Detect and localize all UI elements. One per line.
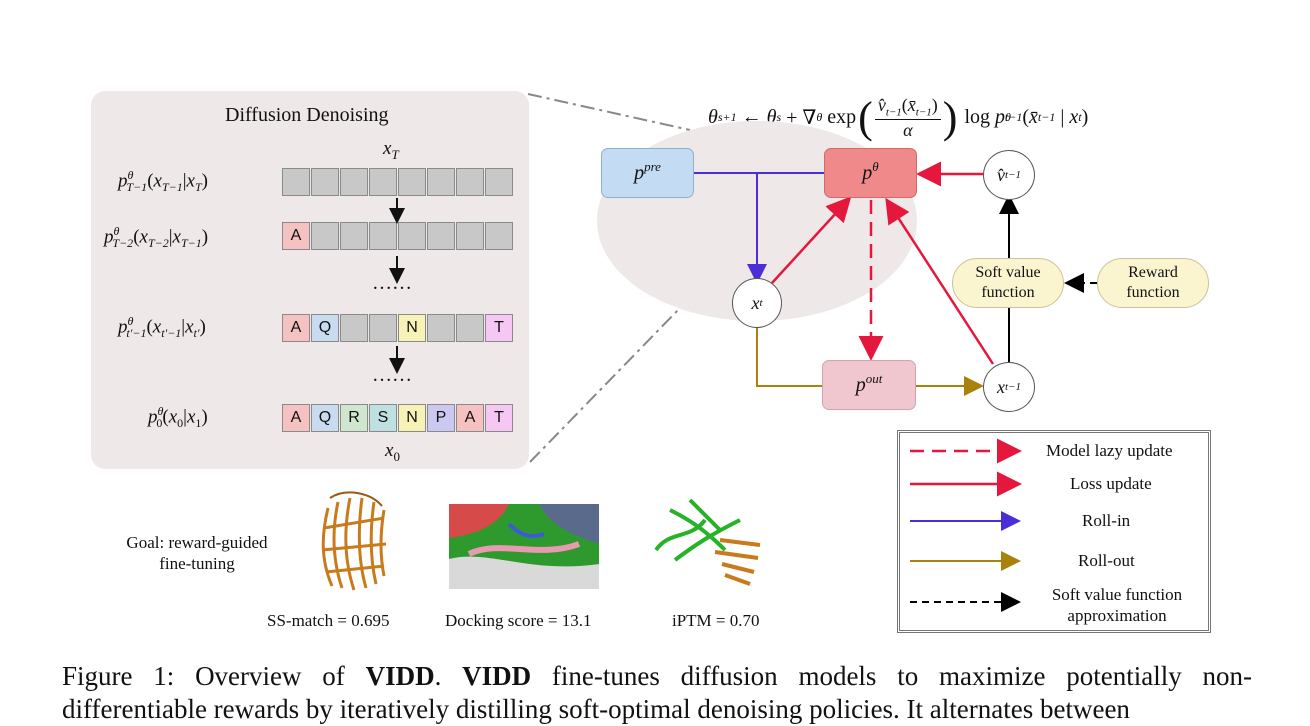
seq-cell: [369, 314, 397, 342]
seq-cell: S: [369, 404, 397, 432]
row-label-t-prime: pθt′−1(xt′−1|xt′): [118, 314, 206, 341]
seq-cell: T: [485, 314, 513, 342]
figure-caption-line1: Figure 1: Overview of VIDD. VIDD fine-tu…: [62, 661, 1252, 691]
roll-out-line-1: [756, 324, 824, 387]
seq-cell: [398, 168, 426, 196]
ss-match-label: SS-match = 0.695: [267, 611, 390, 630]
seq-cell: T: [485, 404, 513, 432]
seq-cell: R: [340, 404, 368, 432]
seq-cell: [340, 168, 368, 196]
seq-cell: Q: [311, 404, 339, 432]
seq-cell: A: [282, 404, 310, 432]
seq-cell: [311, 222, 339, 250]
loss-update-xt: [771, 196, 852, 284]
row-label-T-1: pθT−1(xT−1|xT): [118, 168, 208, 195]
row-label-T-2: pθT−2(xT−2|xT−1): [104, 224, 209, 251]
protein-complex-image: [654, 498, 761, 586]
seq-cell: A: [282, 314, 310, 342]
seq-cell: [456, 222, 484, 250]
x0-label: x0: [385, 440, 400, 464]
seq-cell: [311, 168, 339, 196]
row-label-0: pθ0(x0|x1): [148, 404, 208, 431]
docking-surface-image: [449, 504, 599, 589]
v-hat-node: v̂t−1: [983, 150, 1035, 200]
seq-cell: A: [282, 222, 310, 250]
legend-label-rollin: Roll-in: [1082, 511, 1131, 530]
seq-cell: [369, 222, 397, 250]
figure-caption-line2: differentiable rewards by iteratively di…: [62, 694, 1130, 724]
ellipsis-1: ……: [372, 272, 412, 294]
legend-label-soft: Soft value function approximation: [1051, 585, 1183, 625]
iptm-label: iPTM = 0.70: [672, 611, 760, 630]
xT-label: xT: [383, 138, 399, 162]
seq-cell: [282, 168, 310, 196]
seq-cell: A: [456, 404, 484, 432]
seq-cell: [340, 222, 368, 250]
seq-cell: [485, 222, 513, 250]
seq-cell: [485, 168, 513, 196]
seq-cell: [456, 314, 484, 342]
legend-label-lazy: Model lazy update: [1046, 441, 1173, 460]
seq-cell: [398, 222, 426, 250]
reward-function-node: Reward function: [1097, 258, 1209, 308]
seq-cell: [427, 222, 455, 250]
seq-cell: [340, 314, 368, 342]
legend-label-rollout: Roll-out: [1078, 551, 1135, 570]
panel-title: Diffusion Denoising: [225, 104, 389, 126]
docking-score-label: Docking score = 13.1: [445, 611, 592, 630]
seq-cell: [427, 168, 455, 196]
panel-arrows: [389, 198, 405, 374]
seq-cell: N: [398, 404, 426, 432]
legend-swatches: [910, 438, 1022, 612]
soft-value-function-node: Soft value function: [952, 258, 1064, 308]
beta-barrel-protein-image: [321, 491, 387, 591]
seq-cell: Q: [311, 314, 339, 342]
seq-cell: [456, 168, 484, 196]
seq-cell: N: [398, 314, 426, 342]
ellipsis-2: ……: [372, 364, 412, 386]
seq-cell: P: [427, 404, 455, 432]
seq-cell: [427, 314, 455, 342]
legend: [897, 430, 1211, 633]
loss-update-xt1: [885, 197, 995, 365]
seq-cell: [369, 168, 397, 196]
zoom-connector: [527, 93, 691, 463]
goal-text: Goal: reward-guided fine-tuning: [126, 533, 268, 573]
legend-label-loss: Loss update: [1070, 474, 1152, 493]
